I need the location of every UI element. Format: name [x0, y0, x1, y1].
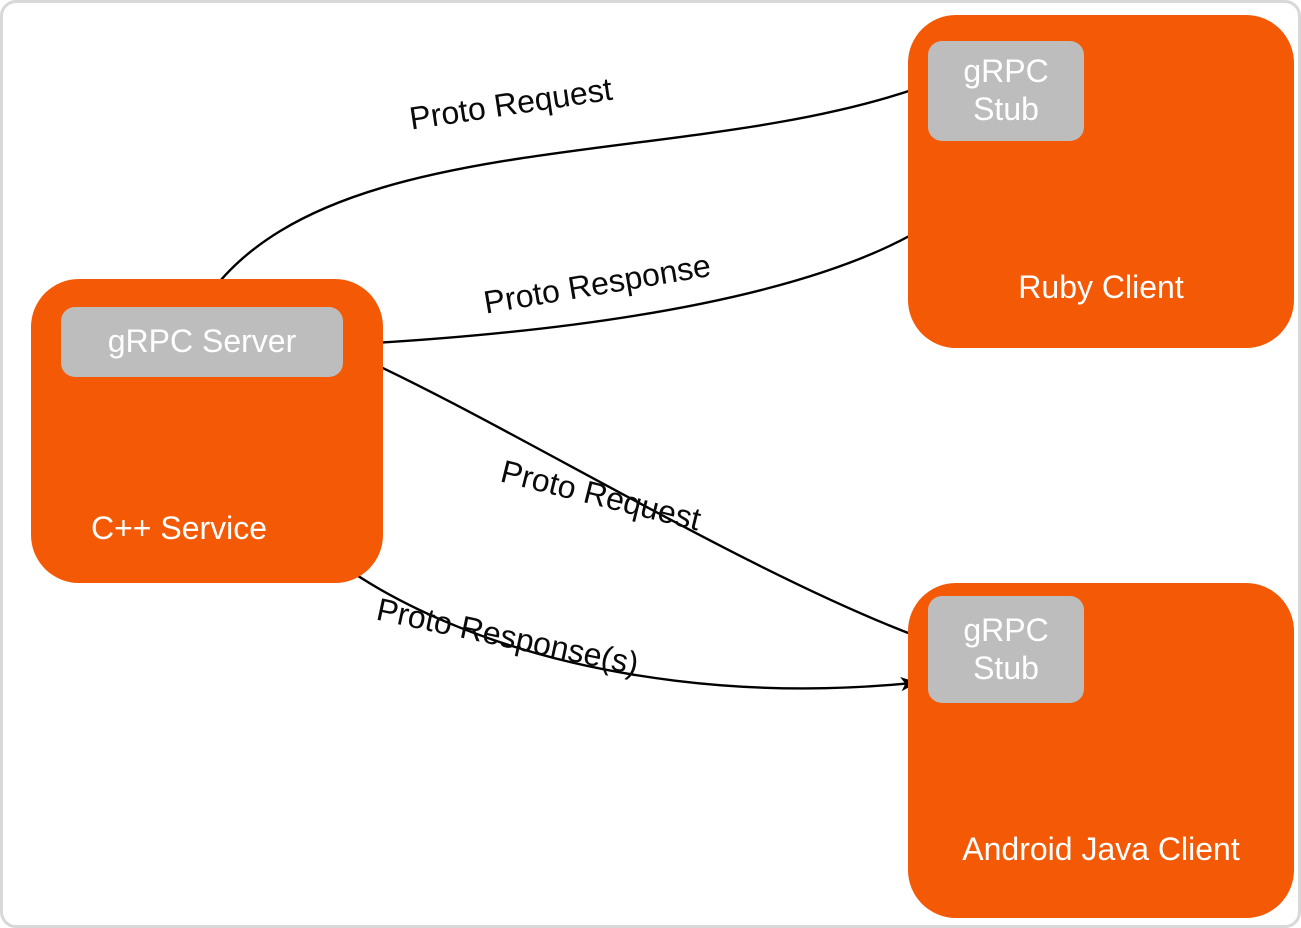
grpc-server-label: gRPC Server [107, 323, 297, 360]
grpc-stub-android-line2: Stub [973, 649, 1039, 686]
grpc-stub-android-line1: gRPC [963, 611, 1049, 648]
android-java-client-label: Android Java Client [962, 831, 1240, 867]
grpc-stub-box-android: gRPC Stub [928, 596, 1084, 703]
node-ruby-client: gRPC Stub Ruby Client [908, 15, 1294, 348]
grpc-server-box: gRPC Server [61, 307, 343, 377]
ruby-client-label: Ruby Client [1018, 269, 1184, 305]
edge-proto-request-ruby-to-server [204, 87, 918, 301]
node-cpp-service: gRPC Server C++ Service [31, 279, 383, 583]
edge-proto-response-server-to-ruby [342, 142, 1005, 346]
grpc-stub-box-ruby: gRPC Stub [928, 41, 1084, 141]
cpp-service-label: C++ Service [91, 510, 268, 546]
grpc-stub-ruby-line2: Stub [973, 91, 1039, 127]
grpc-stub-ruby-line1: gRPC [963, 53, 1049, 90]
edge-proto-request-android-to-server [352, 353, 920, 639]
node-android-java-client: gRPC Stub Android Java Client [908, 583, 1294, 918]
